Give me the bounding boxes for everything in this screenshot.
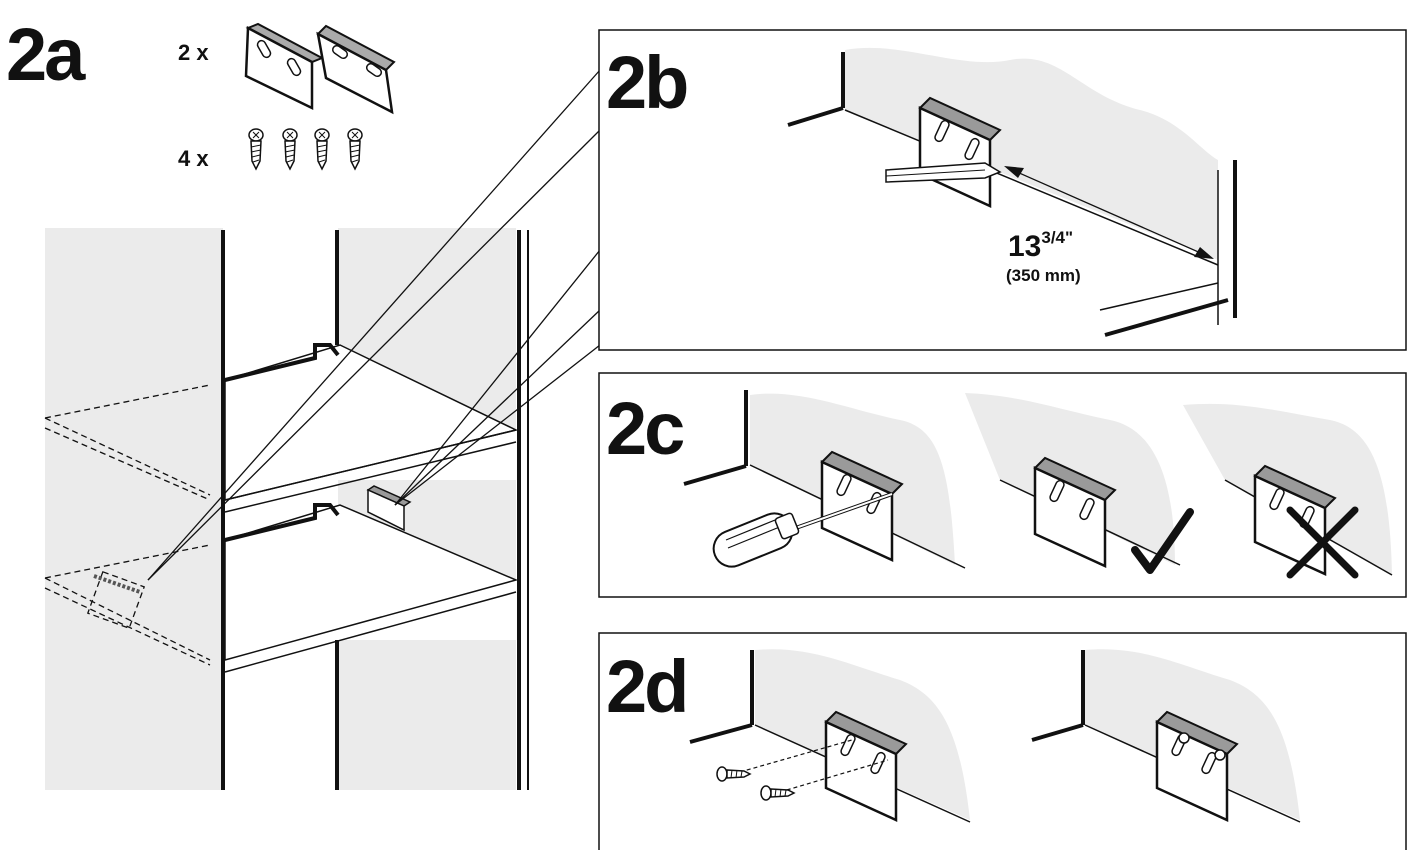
part-screws <box>248 128 363 170</box>
bracket-quantity: 2 x <box>178 40 209 65</box>
pencil-icon <box>885 162 1002 183</box>
cabinet-drawing <box>44 69 601 790</box>
check-mark-icon <box>1131 508 1194 574</box>
step-2d-label: 2d <box>606 645 689 728</box>
step-2a-label: 2a <box>6 13 85 96</box>
panel-2d-drawing <box>689 649 1301 823</box>
panel-2c-drawing <box>683 390 1393 579</box>
cross-mark-icon <box>1286 506 1359 579</box>
step-2b-label: 2b <box>606 41 689 124</box>
part-bracket-1 <box>244 22 325 110</box>
part-bracket-2 <box>316 24 396 115</box>
panel-2b-drawing <box>787 47 1237 337</box>
screw-quantity: 4 x <box>178 146 209 171</box>
step-2c-label: 2c <box>606 387 685 470</box>
measurement-inches-main: 13 <box>1008 230 1042 263</box>
measurement-inches: 133/4" <box>1008 228 1073 264</box>
measurement-metric: (350 mm) <box>1006 266 1081 285</box>
screwdriver-icon <box>712 492 893 568</box>
panel-2d <box>598 632 1407 850</box>
measurement-inches-fraction: 3/4" <box>1041 228 1074 247</box>
